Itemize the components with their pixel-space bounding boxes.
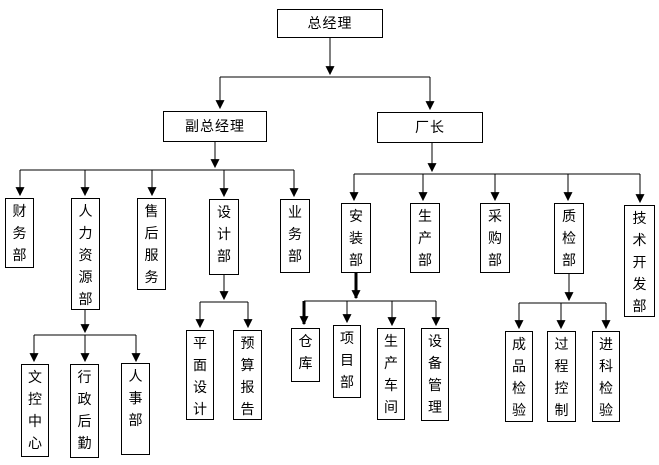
connector-factory-director [349,143,645,204]
node-tech-development-dept: 技术开发部 [624,205,655,317]
node-business-dept: 业务部 [280,199,310,273]
node-hr-dept: 人力资源部 [71,198,100,310]
node-warehouse: 仓库 [291,328,320,382]
connector-deputy-gm [15,142,299,198]
node-production-workshop: 生产车间 [377,328,405,420]
connector-qc [514,274,611,330]
connector-design [195,275,253,329]
node-incoming-inspection: 进科检验 [592,331,620,422]
node-general-manager: 总经理 [277,9,383,38]
connector-hr [29,310,141,363]
node-personnel-dept: 人事部 [121,363,150,455]
node-deputy-general-manager: 副总经理 [163,111,267,142]
node-finance-dept: 财务部 [5,198,34,268]
node-equipment-management: 设备管理 [421,328,449,421]
node-document-control-center: 文控中心 [21,364,49,457]
node-project-dept: 项目部 [333,325,361,398]
node-graphic-design: 平面设计 [186,330,214,420]
node-finished-product-inspection: 成品检验 [505,331,533,422]
node-quality-inspection-dept: 质检部 [554,203,584,274]
node-factory-director: 厂长 [377,112,483,143]
connector-install [299,273,441,327]
node-purchasing-dept: 采购部 [480,203,510,273]
node-process-control: 过程控制 [547,331,576,422]
connector-gm [215,38,435,111]
node-after-sales-service: 售后服务 [137,198,166,290]
node-installation-dept: 安装部 [341,203,371,273]
node-production-dept: 生产部 [410,203,440,273]
node-design-dept: 设计部 [209,199,239,275]
node-admin-logistics: 行政后勤 [70,364,99,458]
node-budget-report: 预算报告 [233,330,262,420]
